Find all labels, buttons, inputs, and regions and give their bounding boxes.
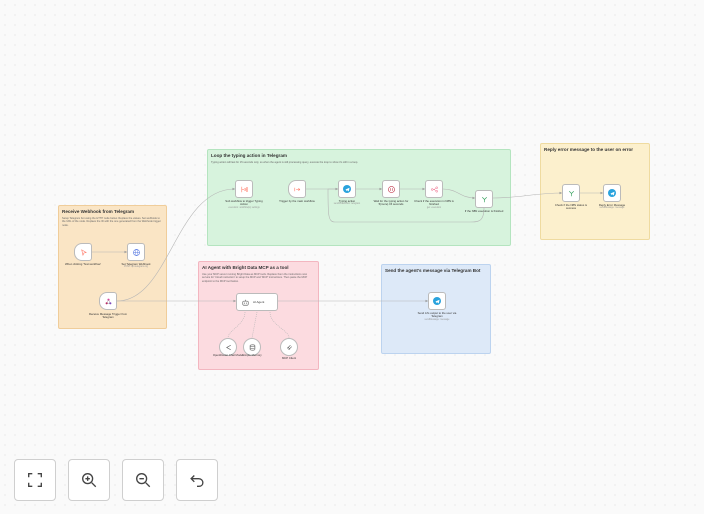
node-label: Typing action sendChatAction: telegram — [333, 199, 361, 206]
connection — [442, 188, 476, 199]
telegram-send-node[interactable] — [428, 292, 446, 310]
tool-connection — [269, 311, 290, 339]
mcp-client-node[interactable] — [280, 338, 298, 356]
ai-agent-node[interactable]: AI Agent — [236, 293, 278, 311]
telegram-icon — [608, 189, 616, 197]
openrouter-model-node[interactable] — [219, 338, 237, 356]
memory-connection — [251, 311, 258, 339]
mcp-icon — [286, 344, 292, 350]
node-label: Receive Message Trigger from Telegram — [88, 312, 128, 320]
node-label: Reply Error Message sendMessage: message — [598, 203, 626, 210]
telegram-typing-node[interactable] — [338, 180, 356, 198]
zoom-in-icon — [82, 473, 97, 488]
if-status-node[interactable] — [562, 184, 580, 202]
globe-icon — [132, 248, 140, 256]
zoom-in-button[interactable] — [68, 459, 110, 501]
webhook-icon — [105, 298, 111, 304]
connection — [492, 192, 563, 199]
node-label: Wait for the typing action for 5(more) 1… — [373, 199, 409, 207]
openrouter-icon — [225, 344, 231, 350]
node-label: MCP Client — [281, 356, 297, 360]
fit-view-icon — [28, 473, 42, 487]
node-label: Send AI's output to the user via Telegra… — [417, 311, 457, 321]
telegram-error-node[interactable] — [603, 184, 621, 202]
branch-icon — [568, 190, 574, 196]
node-label: OpenRouter Chat Model — [212, 353, 244, 357]
sticky-title: AI Agent with Bright Data MCP as a tool — [202, 265, 289, 270]
sticky-error-reply[interactable]: Reply error message to the user on error — [540, 143, 650, 240]
simple-memory-node[interactable] — [243, 338, 261, 356]
node-label: If the N8N execution is finished — [464, 209, 504, 213]
model-connection — [227, 311, 246, 339]
robot-icon — [242, 299, 249, 305]
sticky-desc: Use your MCP server running Bright Data … — [202, 273, 308, 283]
zoom-out-button[interactable] — [122, 459, 164, 501]
node-label: Check if the execution in N8N is finishe… — [414, 199, 454, 209]
sticky-title: Send the agent's message via Telegram Bo… — [385, 268, 481, 273]
sign-in-icon — [294, 187, 300, 191]
node-label: Trigger by the main workflow — [279, 199, 315, 203]
sticky-desc: Setup Telegram bot using the HTTP node b… — [62, 217, 161, 227]
loop-connection — [327, 188, 485, 223]
node-label: Sub workflow to trigger Typing Action ex… — [225, 199, 263, 209]
telegram-icon — [433, 297, 441, 305]
branch-icon — [481, 196, 487, 202]
cursor-icon — [80, 248, 87, 256]
undo-icon — [190, 475, 204, 487]
sticky-desc: Typing action will last for 15 seconds o… — [211, 161, 359, 164]
wait-node[interactable] — [382, 180, 400, 198]
undo-button[interactable] — [176, 459, 218, 501]
sticky-title: Reply error message to the user on error — [544, 147, 634, 152]
node-label: When clicking 'Test workflow' — [65, 262, 101, 266]
telegram-trigger-node[interactable] — [99, 292, 117, 310]
sticky-title: Loop the typing action in Telegram — [211, 153, 287, 158]
node-label: Set Telegram Webhook POST: api.telegram.… — [121, 262, 151, 269]
n8n-icon — [430, 186, 438, 192]
http-request-node[interactable] — [127, 243, 145, 261]
zoom-out-icon — [136, 473, 151, 488]
sub-workflow-icon — [241, 186, 248, 192]
sticky-typing-loop[interactable]: Loop the typing action in Telegram Typin… — [207, 149, 511, 246]
execute-workflow-node[interactable] — [235, 180, 253, 198]
sticky-title: Receive Webhook from Telegram — [62, 209, 135, 214]
manual-trigger-node[interactable] — [74, 243, 92, 261]
fit-view-button[interactable] — [14, 459, 56, 501]
connection — [116, 188, 236, 302]
node-title: AI Agent — [253, 300, 265, 304]
database-icon — [249, 344, 255, 350]
telegram-icon — [343, 185, 351, 193]
pause-circle-icon — [387, 185, 395, 193]
n8n-execution-node[interactable] — [425, 180, 443, 198]
node-label: Check if the N8N status is success — [554, 203, 588, 211]
workflow-trigger-node[interactable] — [288, 180, 306, 198]
node-label: Simple Memory — [242, 353, 262, 357]
if-node[interactable] — [475, 190, 493, 208]
